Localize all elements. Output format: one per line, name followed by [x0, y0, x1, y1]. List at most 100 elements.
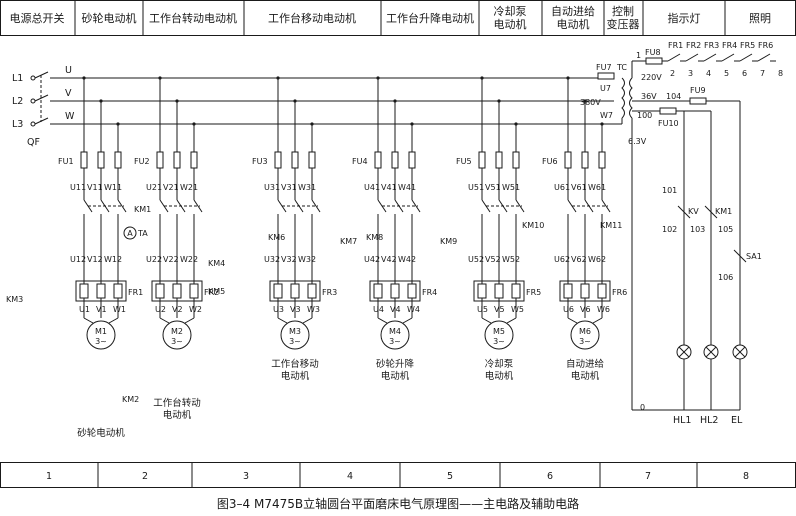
terminal-label: U12	[70, 255, 86, 264]
terminal-label: V32	[281, 255, 297, 264]
n106-label: 106	[718, 273, 733, 282]
motor-caption: 工作台移动	[271, 358, 319, 370]
terminal-label: U5	[477, 305, 488, 314]
fuse-element	[581, 151, 589, 169]
fr-chain-label: FR4	[722, 41, 737, 50]
fr-chain-label: FR2	[686, 41, 701, 50]
aux-circuit: 101 102 103 105 106 KV KM1 SA1 HL1 HL2	[662, 101, 762, 426]
bus-u: U	[65, 65, 72, 76]
n1-label: 1	[636, 51, 641, 60]
terminal-label: W6	[597, 305, 610, 314]
footer-col-2: 2	[142, 471, 148, 482]
fuse-element	[374, 151, 382, 169]
fuse-element	[564, 151, 572, 169]
fuse-label-3: FU3	[252, 157, 268, 166]
terminal-label: W1	[113, 305, 126, 314]
fr-node-4: 4	[706, 69, 711, 78]
fuse-element	[495, 151, 503, 169]
fuse-element	[156, 151, 164, 169]
terminal-label: V61	[571, 183, 587, 192]
motor-symbol	[484, 320, 514, 350]
fr-chain-label: FR6	[758, 41, 773, 50]
terminal-label: V31	[281, 183, 297, 192]
fr-node-8: 8	[778, 69, 783, 78]
v380-label: 380V	[580, 98, 601, 107]
hl2-label: HL2	[700, 415, 718, 426]
lamp-hl1	[676, 344, 692, 360]
motor-caption: 电动机	[571, 370, 600, 382]
fuse-label-5: FU5	[456, 157, 472, 166]
relay-label-3: FR3	[322, 288, 337, 297]
terminal-label: W62	[588, 255, 606, 264]
qf-label: QF	[27, 137, 40, 148]
ta-label: TA	[137, 229, 148, 238]
terminal-label: V22	[163, 255, 179, 264]
contactor-km10: KM10	[522, 221, 544, 230]
fr-chain-label: FR3	[704, 41, 719, 50]
footer-col-7: 7	[645, 471, 651, 482]
fr-node-6: 6	[742, 69, 747, 78]
u7-label: U7	[600, 84, 611, 93]
motor-symbol	[162, 320, 192, 350]
header-table-move-motor: 工作台移动电动机	[268, 11, 356, 25]
header-control-transformer: 控制变压器	[607, 4, 640, 31]
terminal-label: U3	[273, 305, 284, 314]
aux-km1-label: KM1	[715, 207, 732, 216]
fr-chain-label: FR5	[740, 41, 755, 50]
n100-label: 100	[637, 111, 652, 120]
contactor-km4: KM4	[208, 259, 225, 268]
motor-phase: 3~	[171, 337, 183, 346]
terminal-label: W61	[588, 183, 606, 192]
footer-col-8: 8	[743, 471, 749, 482]
header-coolant-motor: 冷却泵电动机	[494, 5, 527, 31]
footer-col-3: 3	[243, 471, 249, 482]
figure-caption: 图3–4 M7475B立轴圆台平面磨床电气原理图——主电路及辅助电路	[217, 496, 579, 511]
terminal-label: W11	[104, 183, 122, 192]
terminal-label: U2	[155, 305, 166, 314]
fuse-element	[512, 151, 520, 169]
terminal-label: V12	[87, 255, 103, 264]
terminal-label: W21	[180, 183, 198, 192]
fr-node-7: 7	[760, 69, 765, 78]
fuse-label-1: FU1	[58, 157, 74, 166]
terminal-label: U61	[554, 183, 570, 192]
terminal-label: W12	[104, 255, 122, 264]
fr-node-5: 5	[724, 69, 729, 78]
fuse-label-2: FU2	[134, 157, 150, 166]
fuse-element	[80, 151, 88, 169]
motor-name: M4	[389, 327, 401, 336]
relay-label-1: FR1	[128, 288, 143, 297]
header-indicator: 指示灯	[668, 11, 701, 25]
footer-col-4: 4	[347, 471, 353, 482]
terminal-label: W31	[298, 183, 316, 192]
terminal-label: V52	[485, 255, 501, 264]
header-grinder-motor: 砂轮电动机	[82, 11, 137, 25]
motor-caption: 工作台转动	[153, 397, 201, 409]
fuse-label-4: FU4	[352, 157, 368, 166]
motor-name: M6	[579, 327, 591, 336]
contactor-km9: KM9	[440, 237, 457, 246]
header-table-lift-motor: 工作台升降电动机	[386, 11, 474, 25]
sa1-label: SA1	[746, 252, 762, 261]
motor-name: M3	[289, 327, 301, 336]
fr-node-3: 3	[688, 69, 693, 78]
header-lighting: 照明	[749, 12, 771, 25]
header-feed-motor: 自动进给电动机	[551, 5, 595, 31]
motor-caption: 电动机	[485, 370, 514, 382]
motor-symbol	[570, 320, 600, 350]
bus-lines	[50, 77, 614, 125]
terminal-label: U62	[554, 255, 570, 264]
footer-col-6: 6	[547, 471, 553, 482]
fuse-label-6: FU6	[542, 157, 558, 166]
motor-caption: 砂轮升降	[376, 358, 415, 370]
n104-label: 104	[666, 92, 681, 101]
terminal-label: W52	[502, 255, 520, 264]
terminal-label: V2	[172, 305, 183, 314]
motor-caption: 冷却泵	[485, 358, 514, 370]
line-l3: L3	[12, 119, 23, 130]
motor-symbol	[86, 320, 116, 350]
tc-label: TC	[616, 63, 627, 72]
